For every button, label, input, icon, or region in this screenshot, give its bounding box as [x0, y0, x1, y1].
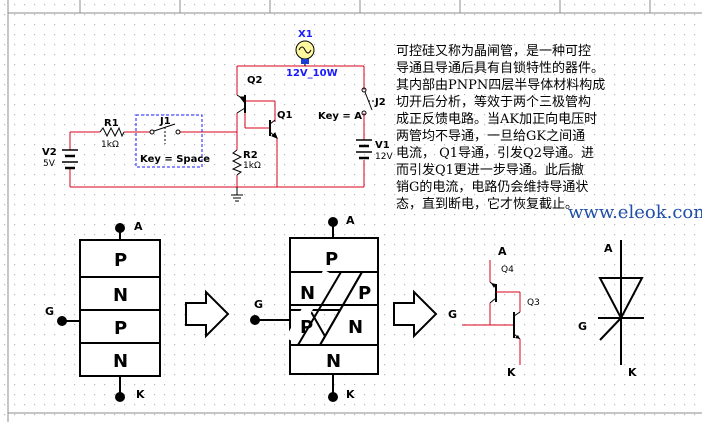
j1-label: J1: [159, 116, 171, 127]
split-structure: [255, 226, 379, 396]
lamp-ref-label: X1: [298, 29, 313, 40]
v1-value-label: 12V: [375, 152, 393, 162]
key-a-label: Key = A: [318, 111, 362, 122]
description-line: 成正反馈电路。当AK加正向电压时: [396, 111, 597, 127]
circuit-wires: [69, 65, 365, 188]
layer-p1: P: [114, 250, 127, 271]
resistor-r1: [99, 126, 125, 138]
description-line: 而引发Q1更进一步导通。此后撤: [396, 162, 584, 178]
layer-right-p: P: [358, 283, 371, 304]
q4-label: Q4: [501, 265, 514, 275]
gate-label: G: [254, 298, 263, 311]
r1-ref-label: R1: [104, 118, 119, 129]
resistor-r2: [231, 149, 243, 176]
transistor-q2: [236, 94, 246, 114]
description-line: 两管均不导通，一旦给GK之间通: [396, 129, 585, 144]
layer-p2: P: [114, 318, 127, 339]
gate-terminal-dot: [57, 316, 67, 326]
cathode-terminal-dot: [115, 392, 125, 402]
layer-n2: N: [113, 351, 128, 372]
anode-terminal-dot: [115, 223, 125, 233]
v2-value-label: 5V: [43, 159, 56, 169]
anode-label: A: [346, 214, 355, 227]
gate-label: G: [448, 308, 457, 321]
transistor-equivalent: [462, 260, 521, 365]
description-paragraph: 可控硅又称为晶闸管，是一种可控 导通且导通后具有自锁特性的器件。 其内部由PNP…: [396, 44, 605, 212]
lamp-value-label: 12V_10W: [286, 68, 338, 79]
gate-label: G: [45, 305, 54, 318]
layer-left-p: P: [300, 317, 313, 338]
ground-symbol: [231, 187, 243, 202]
layer-bottom-n: N: [326, 351, 341, 372]
j2-switch: [361, 87, 378, 116]
key-space-label: Key = Space: [140, 154, 210, 165]
layer-right-n: N: [348, 317, 363, 338]
arrow-right-icon: [393, 289, 438, 339]
layer-left-n: N: [300, 283, 315, 304]
watermark: www.eleok.com: [568, 202, 702, 223]
scr-symbol: [598, 240, 644, 365]
cathode-label: K: [346, 388, 355, 401]
q1-label: Q1: [277, 110, 293, 121]
j1-switch: [149, 123, 181, 144]
battery-v2: [62, 149, 78, 170]
r2-value-label: 1kΩ: [243, 161, 261, 171]
arrow-right-icon: [185, 289, 230, 339]
lamp-x1: [295, 40, 315, 66]
description-line: 销G的电流，电路仍会维持导通状: [396, 179, 588, 195]
transistor-q1: [269, 119, 278, 139]
j2-label: J2: [374, 97, 386, 108]
description-line: 可控硅又称为晶闸管，是一种可控: [396, 44, 591, 59]
description-line: 导通且导通后具有自锁特性的器件。: [396, 60, 604, 76]
anode-label: A: [604, 242, 613, 255]
sheet-border: [7, 0, 702, 422]
j1-enclosure: [135, 114, 203, 168]
battery-v1: [356, 139, 372, 160]
layer-top-p: P: [325, 249, 338, 270]
cathode-label: K: [628, 366, 637, 379]
r1-value-label: 1kΩ: [101, 140, 119, 150]
pnpn-stack: [62, 228, 161, 396]
gate-terminal-dot: [250, 315, 260, 325]
layer-n1: N: [113, 285, 128, 306]
gate-label: G: [578, 320, 587, 333]
q3-label: Q3: [527, 298, 540, 308]
description-line: 态，直到断电，它才恢复截止。: [396, 196, 578, 212]
anode-label: A: [498, 245, 507, 258]
q2-label: Q2: [247, 75, 263, 86]
anode-terminal-dot: [328, 217, 338, 227]
description-line: 电流， Q1导通，引发Q2导通。进: [396, 145, 594, 161]
r2-ref-label: R2: [243, 150, 258, 161]
cathode-label: K: [507, 366, 516, 379]
v2-ref-label: V2: [42, 147, 57, 158]
description-line: 切开后分析，等效于两个三极管构: [396, 94, 591, 110]
description-line: 其内部由PNPN四层半导体材料构成: [396, 77, 605, 93]
v1-ref-label: V1: [375, 140, 390, 151]
cathode-terminal-dot: [328, 392, 338, 402]
cathode-label: K: [136, 388, 145, 401]
anode-label: A: [134, 220, 143, 233]
